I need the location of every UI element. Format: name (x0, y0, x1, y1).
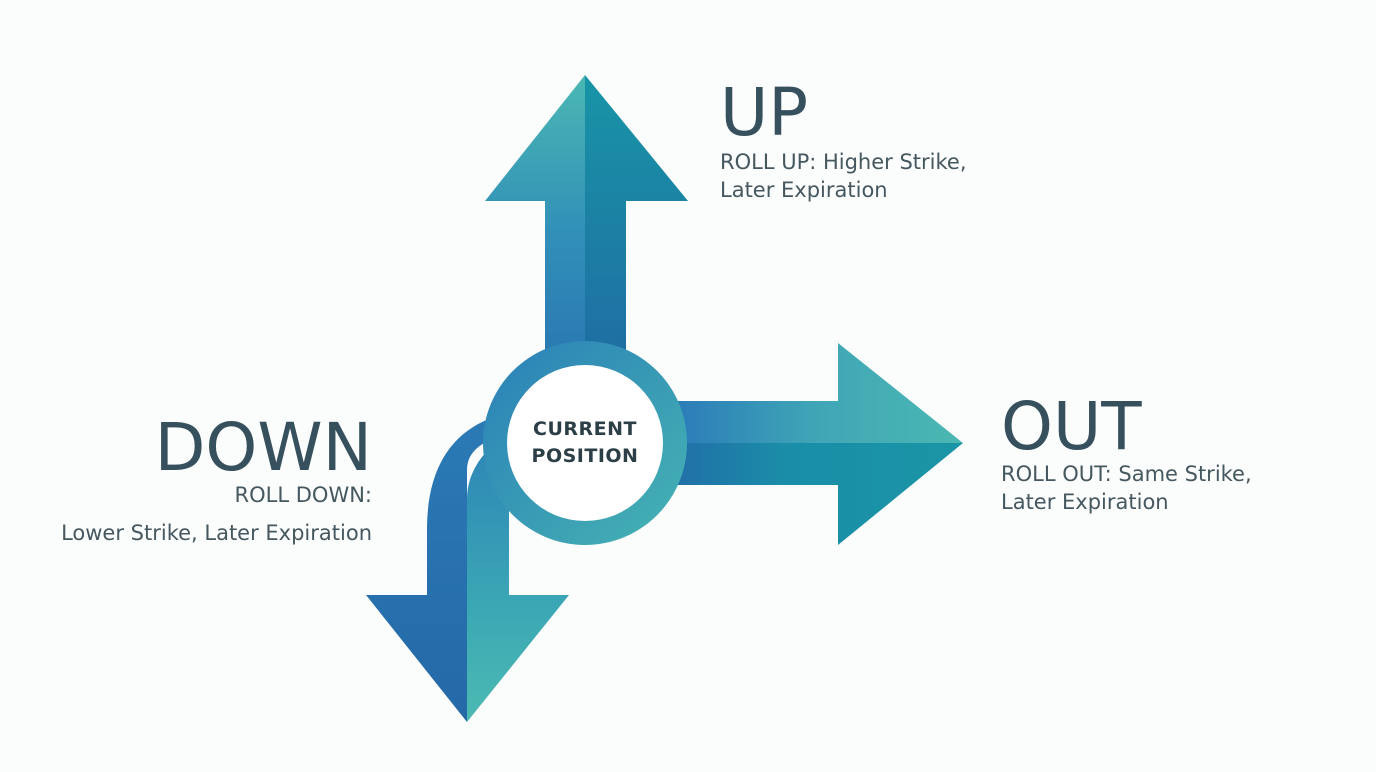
out-arrow-top-half (670, 343, 963, 443)
out-label-group: OUT ROLL OUT: Same Strike, Later Expirat… (1001, 394, 1252, 516)
down-title: DOWN (154, 409, 372, 486)
out-arrow-bottom-half (670, 443, 963, 545)
out-title: OUT (1001, 388, 1142, 465)
down-description-line1: ROLL DOWN: (234, 483, 372, 507)
up-arrow-left-half (485, 75, 585, 360)
down-arrow-right-half (467, 435, 569, 722)
up-arrow-right-half (585, 75, 688, 360)
center-disc (507, 365, 663, 521)
down-arrow (366, 415, 569, 722)
out-arrow (670, 343, 963, 545)
center-label: CURRENT POSITION (508, 416, 662, 470)
down-label-group: DOWN ROLL DOWN: Lower Strike, Later Expi… (61, 415, 372, 547)
out-description-line1: ROLL OUT: Same Strike, (1001, 462, 1252, 486)
up-description-line2: Later Expiration (720, 178, 888, 202)
up-arrow (485, 75, 688, 360)
up-description-line1: ROLL UP: Higher Strike, (720, 150, 967, 174)
down-description-line2: Lower Strike, Later Expiration (61, 521, 372, 545)
out-description-line2: Later Expiration (1001, 490, 1169, 514)
center-label-line2: POSITION (531, 445, 639, 467)
up-title: UP (720, 74, 809, 151)
current-position-node (483, 341, 687, 545)
center-label-line1: CURRENT (533, 418, 637, 440)
up-label-group: UP ROLL UP: Higher Strike, Later Expirat… (720, 80, 967, 204)
down-arrow-left-half (366, 415, 505, 722)
